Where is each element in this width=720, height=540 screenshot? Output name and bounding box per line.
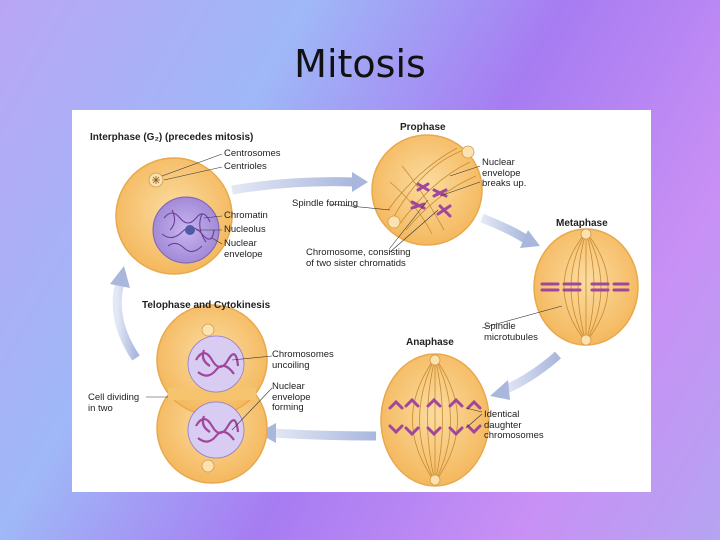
arrow-telophase-to-interphase <box>110 266 140 361</box>
arrow-metaphase-to-anaphase <box>490 351 561 400</box>
arrow-anaphase-to-telophase <box>258 423 377 443</box>
label-nucleolus: Nucleolus <box>224 224 266 235</box>
stage-telophase: Telophase and Cytokinesis <box>142 300 271 311</box>
stage-anaphase: Anaphase <box>406 337 454 348</box>
arrow-interphase-to-prophase <box>231 172 368 195</box>
label-chromatin: Chromatin <box>224 210 268 221</box>
interphase-cell <box>115 157 233 275</box>
label-centrosomes: Centrosomes <box>224 148 281 159</box>
label-spindle-forming: Spindle forming <box>292 198 359 209</box>
label-identical-daughter: Identical daughter chromosomes <box>484 409 544 441</box>
arrow-prophase-to-metaphase <box>480 213 540 248</box>
label-spindle-microtubules: Spindle microtubules <box>484 321 538 343</box>
mitosis-illustration <box>110 134 639 487</box>
label-chromosomes-uncoiling: Chromosomes uncoiling <box>272 349 334 371</box>
stage-metaphase: Metaphase <box>556 218 608 229</box>
label-centrioles: Centrioles <box>224 161 267 172</box>
leader-lines <box>146 153 563 431</box>
stage-interphase: Interphase (G₂) (precedes mitosis) <box>90 132 254 143</box>
anaphase-cell <box>380 353 490 487</box>
label-nuclear-envelope-breaks: Nuclear envelope breaks up. <box>482 157 527 189</box>
label-nuclear-envelope: Nuclear envelope <box>224 238 263 260</box>
label-chromosome-sister: Chromosome, consisting of two sister chr… <box>306 247 411 269</box>
telophase-cells <box>156 304 268 484</box>
stage-prophase: Prophase <box>400 122 446 133</box>
centrosome-icon <box>387 145 475 229</box>
mitosis-diagram: Interphase (G₂) (precedes mitosis) Proph… <box>72 110 651 492</box>
slide-title: Mitosis <box>294 42 426 86</box>
centrosome-icon <box>148 172 164 188</box>
metaphase-cell <box>533 228 639 346</box>
label-cell-dividing: Cell dividing in two <box>88 392 140 414</box>
label-nuclear-envelope-forming: Nuclear envelope forming <box>272 381 311 413</box>
prophase-cell <box>371 134 483 246</box>
